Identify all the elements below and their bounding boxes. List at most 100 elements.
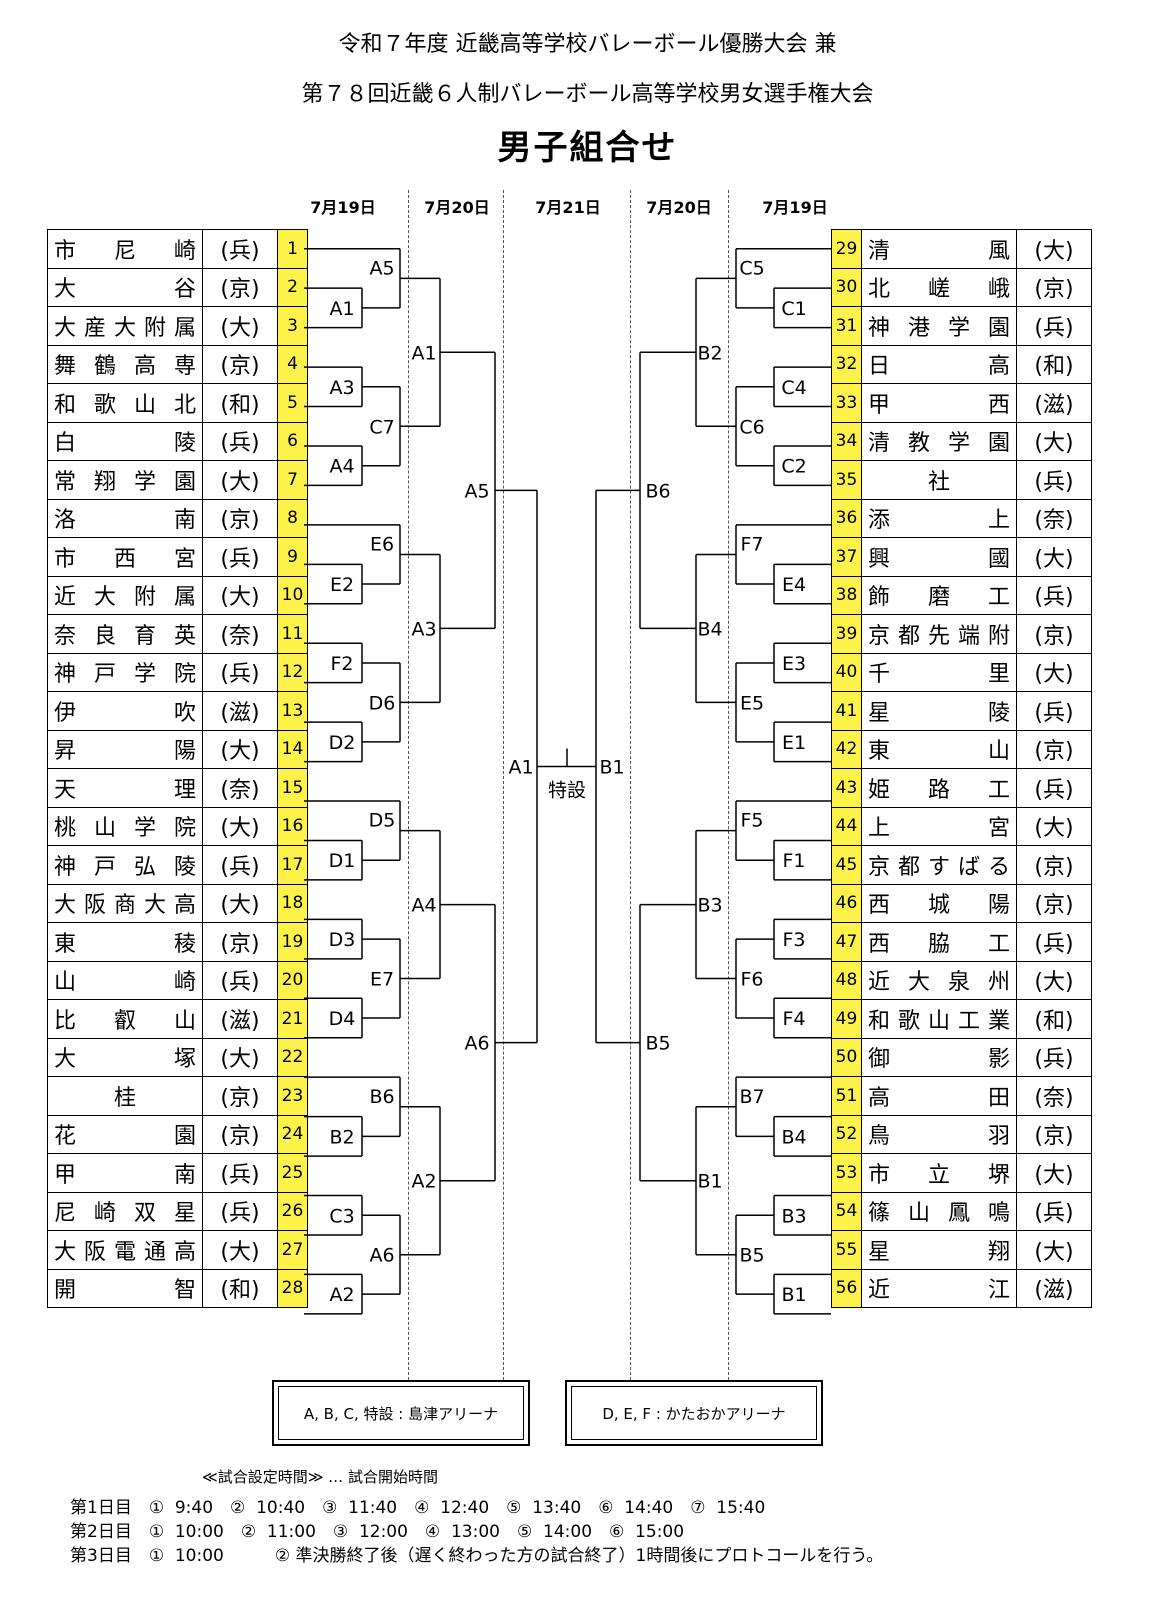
match-label: E7 bbox=[370, 969, 394, 991]
team-prefecture: (大) bbox=[202, 460, 278, 500]
match-label: A5 bbox=[464, 480, 489, 502]
team-name: 山崎 bbox=[47, 960, 203, 1000]
team-name-text: 星翔 bbox=[868, 1239, 1010, 1265]
team-name-text: 白陵 bbox=[54, 431, 196, 457]
team-name: 舞鶴高専 bbox=[47, 344, 203, 384]
team-number: 9 bbox=[277, 537, 308, 577]
team-prefecture: (大) bbox=[202, 306, 278, 346]
team-number: 51 bbox=[831, 1076, 862, 1116]
team-row: 大谷(京)2 bbox=[47, 267, 308, 307]
team-name: 大阪電通高 bbox=[47, 1230, 203, 1270]
day-divider bbox=[408, 190, 409, 1380]
team-name-text: 山崎 bbox=[54, 970, 196, 996]
team-name-text: 姫路工 bbox=[868, 777, 1010, 803]
match-label: E2 bbox=[330, 574, 354, 596]
team-name-text: 近江 bbox=[868, 1278, 1010, 1304]
team-name-text: 桂 bbox=[113, 1085, 136, 1111]
team-number: 10 bbox=[277, 575, 308, 615]
team-name: 近大附属 bbox=[47, 575, 203, 615]
match-label: E6 bbox=[370, 533, 394, 555]
team-name: 日高 bbox=[861, 344, 1017, 384]
team-row: 市西宮(兵)9 bbox=[47, 537, 308, 577]
team-name-text: 大産大附属 bbox=[54, 315, 196, 341]
venue-box-kataoka: D, E, F : かたおかアリーナ bbox=[565, 1380, 823, 1446]
match-label: A4 bbox=[329, 456, 354, 478]
team-prefecture: (滋) bbox=[202, 691, 278, 731]
team-name-text: 清教学園 bbox=[868, 431, 1010, 457]
team-name-text: 千里 bbox=[868, 662, 1010, 688]
team-prefecture: (和) bbox=[1016, 999, 1092, 1039]
match-label: B6 bbox=[645, 480, 670, 502]
team-name: 星陵 bbox=[861, 691, 1017, 731]
team-prefecture: (兵) bbox=[202, 1153, 278, 1193]
team-number: 43 bbox=[831, 768, 862, 808]
match-label: B5 bbox=[739, 1245, 764, 1267]
team-number: 39 bbox=[831, 614, 862, 654]
match-label: A2 bbox=[411, 1171, 436, 1193]
team-prefecture: (京) bbox=[1016, 729, 1092, 769]
match-label: B6 bbox=[369, 1086, 394, 1108]
team-row: 比叡山(滋)21 bbox=[47, 999, 308, 1039]
team-name: 桃山学院 bbox=[47, 806, 203, 846]
team-name: 神港学園 bbox=[861, 306, 1017, 346]
team-name: 添上 bbox=[861, 498, 1017, 538]
team-prefecture: (滋) bbox=[1016, 383, 1092, 423]
team-row: 山崎(兵)20 bbox=[47, 960, 308, 1000]
team-row: 神戸弘陵(兵)17 bbox=[47, 845, 308, 885]
team-row: 舞鶴高専(京)4 bbox=[47, 344, 308, 384]
team-prefecture: (京) bbox=[1016, 1114, 1092, 1154]
schedule-day-2: 第2日目 ① 10:00 ② 11:00 ③ 12:00 ④ 13:00 ⑤ 1… bbox=[70, 1522, 685, 1542]
team-name-text: 花園 bbox=[54, 1124, 196, 1150]
team-name-text: 甲西 bbox=[868, 392, 1010, 418]
team-name: 甲南 bbox=[47, 1153, 203, 1193]
match-label: F2 bbox=[330, 653, 353, 675]
day-label-5: 7月19日 bbox=[762, 198, 828, 217]
team-number: 27 bbox=[277, 1230, 308, 1270]
team-prefecture: (兵) bbox=[1016, 460, 1092, 500]
match-label: E4 bbox=[782, 574, 806, 596]
team-number: 2 bbox=[277, 267, 308, 307]
team-name-text: 尼崎双星 bbox=[54, 1201, 196, 1227]
team-row: 洛南(京)8 bbox=[47, 498, 308, 538]
team-name-text: 甲南 bbox=[54, 1162, 196, 1188]
team-name: 興國 bbox=[861, 537, 1017, 577]
team-name-text: 日高 bbox=[868, 354, 1010, 380]
schedule-day-1: 第1日目 ① 9:40 ② 10:40 ③ 11:40 ④ 12:40 ⑤ 13… bbox=[70, 1498, 766, 1518]
team-prefecture: (大) bbox=[1016, 229, 1092, 269]
team-name: 千里 bbox=[861, 652, 1017, 692]
day-divider bbox=[630, 190, 631, 1380]
team-name: 伊吹 bbox=[47, 691, 203, 731]
team-prefecture: (京) bbox=[1016, 845, 1092, 885]
team-name: 常翔学園 bbox=[47, 460, 203, 500]
team-name: 大産大附属 bbox=[47, 306, 203, 346]
match-label: A5 bbox=[369, 257, 394, 279]
team-row: 奈良育英(奈)11 bbox=[47, 614, 308, 654]
team-row: 大阪商大高(大)18 bbox=[47, 883, 308, 923]
match-label: F7 bbox=[740, 533, 763, 555]
match-label: B4 bbox=[697, 618, 722, 640]
team-row: 白陵(兵)6 bbox=[47, 421, 308, 461]
match-label: E1 bbox=[782, 732, 806, 754]
match-label: D4 bbox=[329, 1008, 356, 1030]
team-row: 天理(奈)15 bbox=[47, 768, 308, 808]
team-name: 近大泉州 bbox=[861, 960, 1017, 1000]
team-name-text: 西脇工 bbox=[868, 931, 1010, 957]
team-row: 桃山学院(大)16 bbox=[47, 806, 308, 846]
day-label-2: 7月20日 bbox=[424, 198, 490, 217]
team-name-text: 洛南 bbox=[54, 508, 196, 534]
match-label: B7 bbox=[739, 1086, 764, 1108]
team-name-text: 和歌山北 bbox=[54, 392, 196, 418]
match-label: A1 bbox=[411, 342, 436, 364]
team-name-text: 神港学園 bbox=[868, 315, 1010, 341]
